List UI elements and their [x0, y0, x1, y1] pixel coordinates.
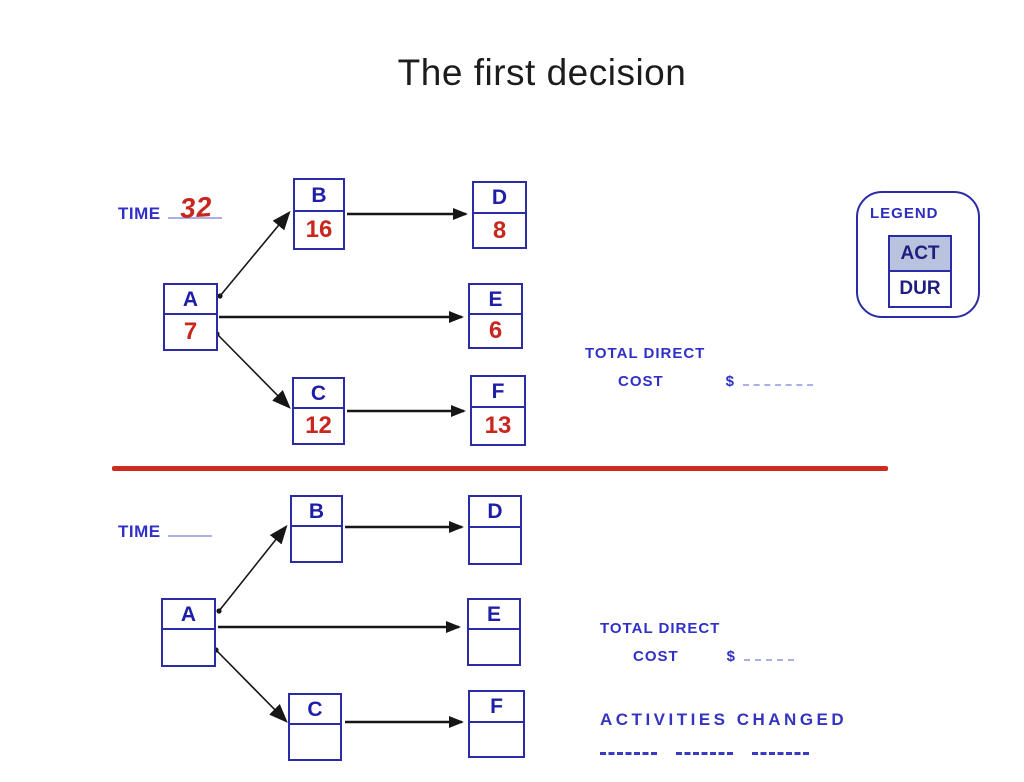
arrow-bottom-a-c: [215, 649, 288, 723]
node-c-top: C 12: [292, 377, 345, 445]
blank-dash-3: [752, 748, 809, 755]
node-duration-value: [469, 630, 519, 664]
node-duration-value: 16: [305, 216, 333, 243]
cost-label: COST: [633, 648, 679, 665]
node-duration-value: 6: [488, 317, 503, 344]
legend-title: LEGEND: [870, 205, 939, 222]
legend-panel: LEGEND ACT DUR: [856, 191, 980, 318]
node-activity-label: D: [470, 497, 520, 528]
activities-changed-blanks: [600, 748, 809, 755]
cost-blank-underline: [743, 372, 814, 386]
total-direct-label: TOTAL DIRECT: [600, 620, 721, 637]
dollar-sign: $: [726, 648, 737, 665]
dollar-sign: $: [725, 373, 736, 390]
node-activity-label: A: [163, 600, 214, 630]
node-activity-label: B: [295, 180, 343, 212]
node-duration-value: 12: [305, 412, 332, 439]
node-duration-value: [290, 725, 340, 759]
node-c-bottom: C: [288, 693, 342, 761]
cost-blank-underline: [744, 647, 795, 661]
node-activity-label: A: [165, 285, 216, 315]
arrow-top-a-c: [216, 333, 291, 409]
node-duration-value: 13: [484, 412, 512, 439]
node-duration-value: [470, 528, 520, 563]
node-activity-label: F: [472, 377, 524, 408]
node-b-top: B 16: [293, 178, 345, 250]
legend-sample-node: ACT DUR: [888, 235, 952, 308]
node-activity-label: D: [474, 183, 525, 214]
cost-label: COST: [618, 373, 664, 390]
node-duration-value: [470, 723, 523, 756]
node-e-top: E 6: [468, 283, 523, 349]
total-direct-cost-top: TOTAL DIRECT COST $: [585, 345, 814, 390]
activities-changed-label: ACTIVITIES CHANGED: [600, 710, 848, 729]
arrow-bottom-a-b: [218, 524, 288, 612]
arrow-top-a-b: [219, 210, 291, 297]
node-a-bottom: A: [161, 598, 216, 667]
blank-dash-1: [600, 748, 657, 755]
node-f-bottom: F: [468, 690, 525, 758]
node-duration-value: [292, 527, 341, 561]
node-duration-value: 7: [183, 318, 198, 345]
time-label: TIME: [118, 522, 161, 541]
time-field-bottom: TIME: [118, 521, 212, 542]
total-direct-label: TOTAL DIRECT: [585, 345, 706, 362]
red-divider-line: [112, 466, 888, 471]
node-duration-value: 8: [492, 216, 507, 244]
node-e-bottom: E: [467, 598, 521, 666]
node-activity-label: C: [294, 379, 343, 409]
page-title: The first decision: [397, 52, 687, 93]
node-d-top: D 8: [472, 181, 527, 249]
legend-duration-cell: DUR: [890, 272, 950, 306]
total-direct-cost-bottom: TOTAL DIRECT COST $: [600, 620, 795, 665]
time-blank-underline: [167, 203, 222, 219]
node-duration-value: [163, 630, 214, 665]
time-value-handwritten: 32: [178, 190, 214, 225]
arrow-bottom-a-b-origin-dot: [216, 608, 222, 614]
arrow-top-a-b-origin-dot: [217, 293, 223, 299]
node-b-bottom: B: [290, 495, 343, 563]
node-activity-label: F: [470, 692, 523, 723]
node-activity-label: C: [290, 695, 340, 725]
node-d-bottom: D: [468, 495, 522, 565]
node-activity-label: E: [470, 285, 521, 315]
time-blank-underline: [167, 521, 212, 537]
node-activity-label: E: [469, 600, 519, 630]
node-activity-label: B: [292, 497, 341, 527]
time-field-top: TIME 32: [118, 191, 222, 224]
node-a-top: A 7: [163, 283, 218, 351]
node-f-top: F 13: [470, 375, 526, 446]
time-label: TIME: [118, 204, 161, 223]
blank-dash-2: [676, 748, 733, 755]
legend-activity-cell: ACT: [890, 237, 950, 272]
